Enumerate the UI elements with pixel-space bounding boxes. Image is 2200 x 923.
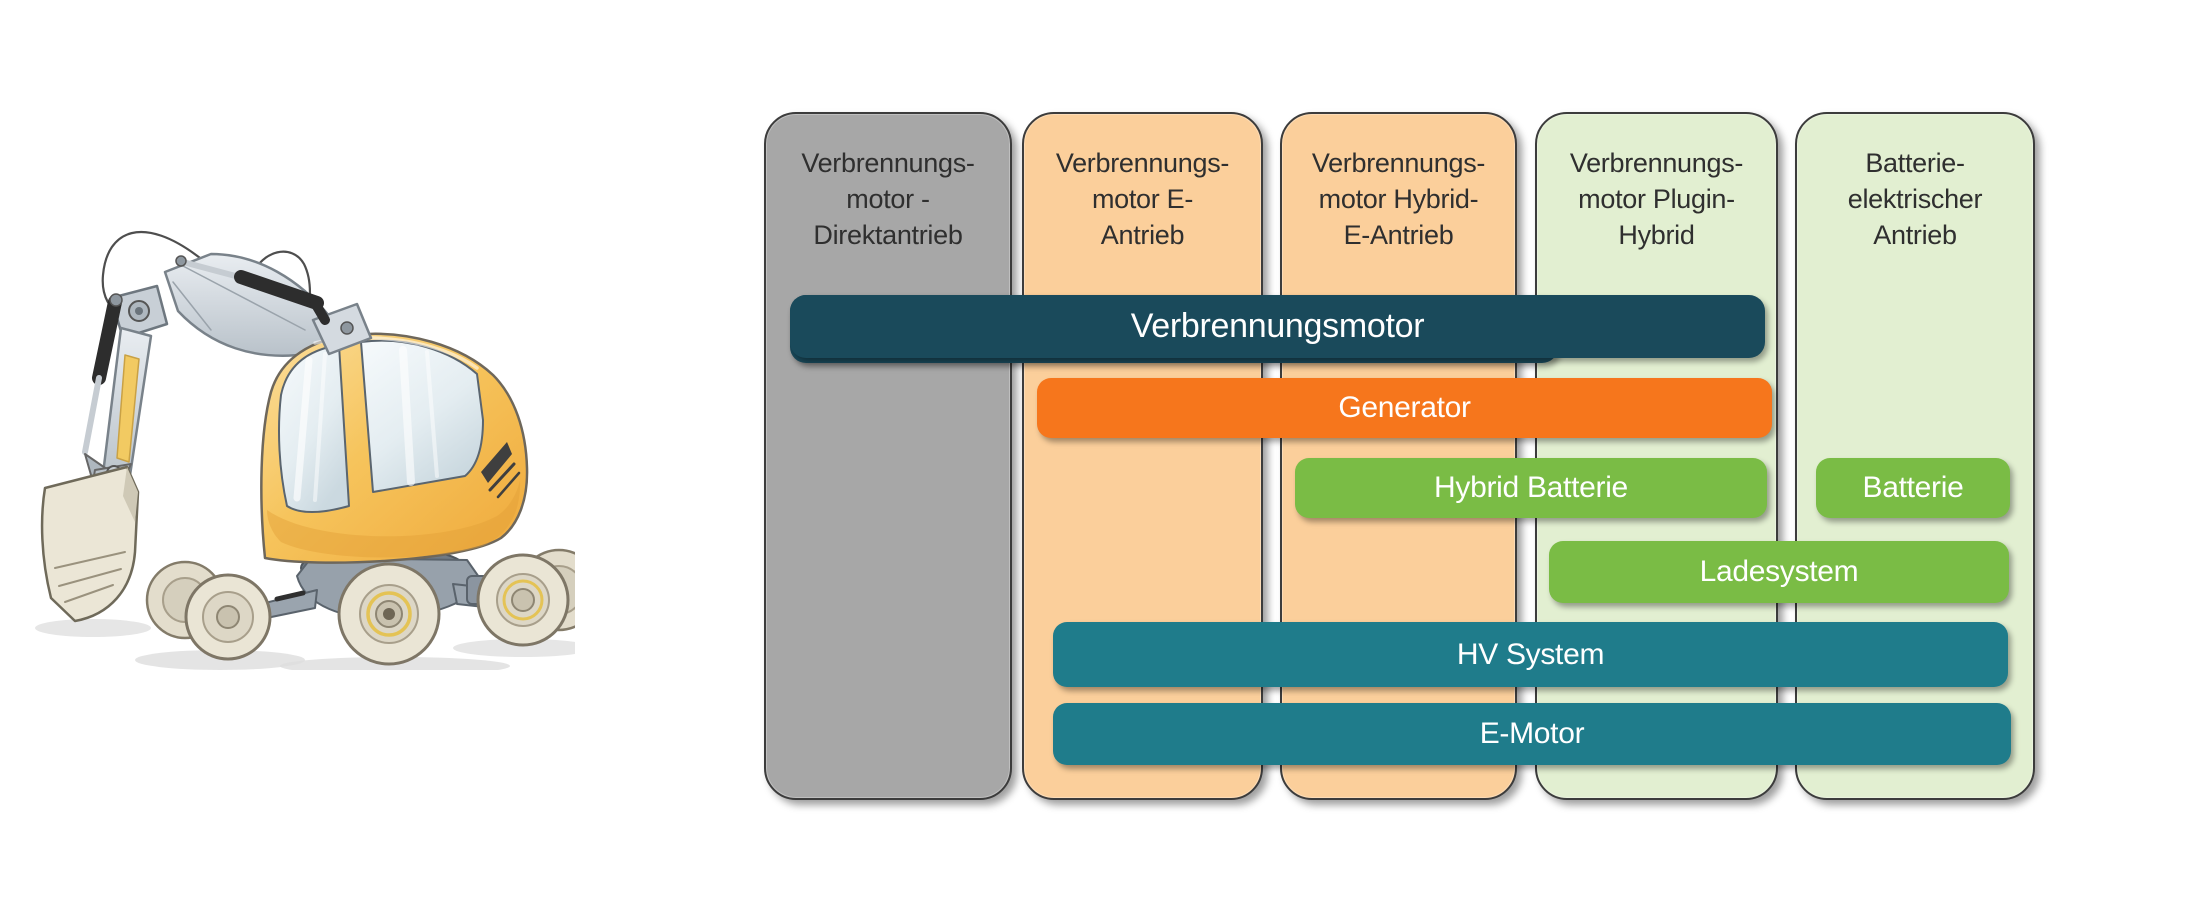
excavator-cab [260, 332, 529, 564]
column-label: Verbrennungs- motor - Direktantrieb [801, 148, 975, 250]
bar-batterie: Batterie [1816, 458, 2010, 518]
bar-label: E-Motor [1479, 717, 1585, 750]
excavator-bucket [40, 465, 140, 623]
excavator-wheels-near [184, 553, 570, 666]
bar-generator: Generator [1037, 378, 1772, 438]
excavator-illustration [35, 230, 575, 670]
column-verbrennungsmotor-plugin-hybrid: Verbrennungs- motor Plugin- Hybrid [1535, 112, 1778, 800]
column-batterie-elektrischer-antrieb: Batterie- elektrischer Antrieb [1795, 112, 2035, 800]
column-label: Verbrennungs- motor E- Antrieb [1055, 148, 1230, 250]
bar-hybrid-batterie: Hybrid Batterie [1295, 458, 1767, 518]
column-verbrennungsmotor-e-antrieb: Verbrennungs- motor E- Antrieb [1022, 112, 1263, 800]
ground-shadow [35, 619, 575, 670]
excavator-boom-mount [310, 298, 373, 356]
bar-label: Verbrennungsmotor [1130, 307, 1425, 345]
bar-verbrennungsmotor: Verbrennungsmotor [790, 295, 1765, 358]
column-label: Verbrennungs- motor Plugin- Hybrid [1569, 148, 1744, 250]
column-label: Verbrennungs- motor Hybrid- E-Antrieb [1311, 148, 1486, 250]
bar-label: Batterie [1862, 471, 1964, 504]
column-label: Batterie- elektrischer Antrieb [1847, 148, 1983, 250]
bar-label: Hybrid Batterie [1434, 471, 1628, 504]
bar-label: Ladesystem [1699, 555, 1859, 588]
bar-ladesystem: Ladesystem [1549, 541, 2009, 603]
bar-hv-system: HV System [1053, 622, 2008, 687]
column-verbrennungsmotor-hybrid-e-antrieb: Verbrennungs- motor Hybrid- E-Antrieb [1280, 112, 1517, 800]
bar-label: Generator [1338, 391, 1471, 424]
column-verbrennungsmotor-direktantrieb: Verbrennungs- motor - Direktantrieb [764, 112, 1012, 800]
bar-e-motor: E-Motor [1053, 703, 2011, 765]
bar-label: HV System [1456, 637, 1605, 671]
